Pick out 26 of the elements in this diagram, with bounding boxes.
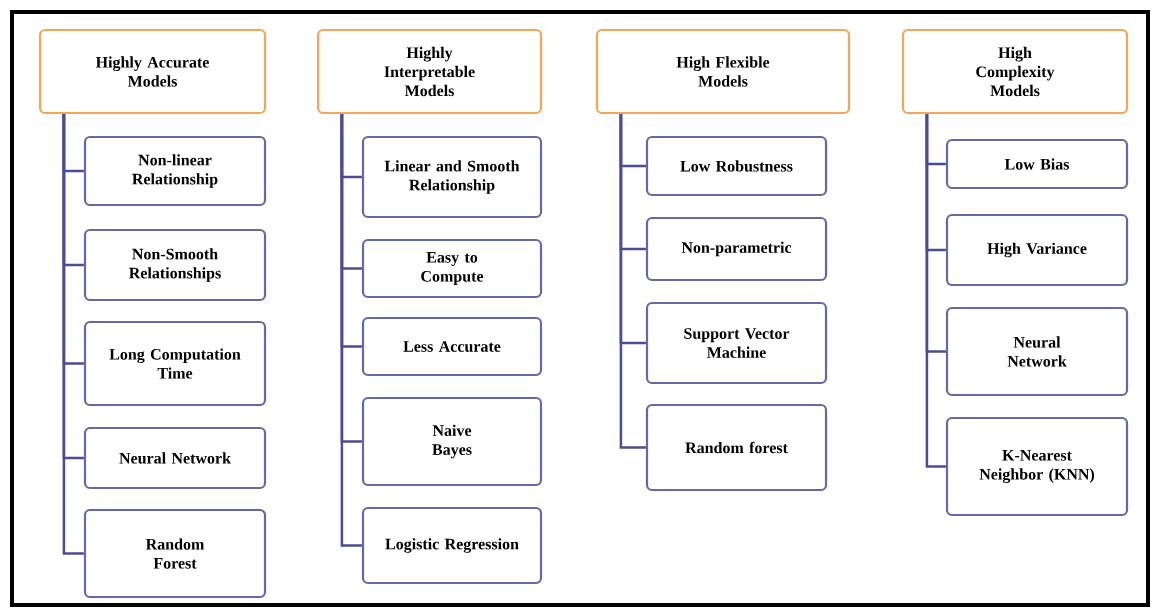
connector-line — [619, 114, 646, 449]
category-box: Low Robustness — [645, 135, 828, 197]
header-box: Highly Accurate Models — [38, 28, 267, 115]
connector-line — [340, 114, 362, 547]
header-box: Highly Interpretable Models — [316, 28, 543, 115]
category-box: Random Forest — [83, 508, 267, 599]
category-box: Linear and Smooth Relationship — [361, 135, 543, 219]
category-box: K-Nearest Neighbor (KNN) — [945, 416, 1129, 517]
category-box: Logistic Regression — [361, 506, 543, 585]
category-box: Neural Network — [945, 306, 1129, 397]
category-box: Non-parametric — [645, 216, 828, 282]
category-box: Support Vector Machine — [645, 301, 828, 385]
category-box: High Variance — [945, 213, 1129, 287]
category-box: Neural Network — [83, 426, 267, 490]
header-box: High Complexity Models — [901, 28, 1129, 115]
category-box: Low Bias — [945, 138, 1129, 190]
category-box: Long Computation Time — [83, 320, 267, 407]
category-box: Non-linear Relationship — [83, 135, 267, 207]
connector-line — [62, 114, 84, 555]
category-box: Random forest — [645, 403, 828, 492]
category-box: Naive Bayes — [361, 396, 543, 487]
category-box: Non-Smooth Relationships — [83, 228, 267, 302]
connector-line — [925, 114, 946, 468]
category-box: Less Accurate — [361, 316, 543, 377]
category-box: Easy to Compute — [361, 238, 543, 299]
header-box: High Flexible Models — [595, 28, 851, 115]
